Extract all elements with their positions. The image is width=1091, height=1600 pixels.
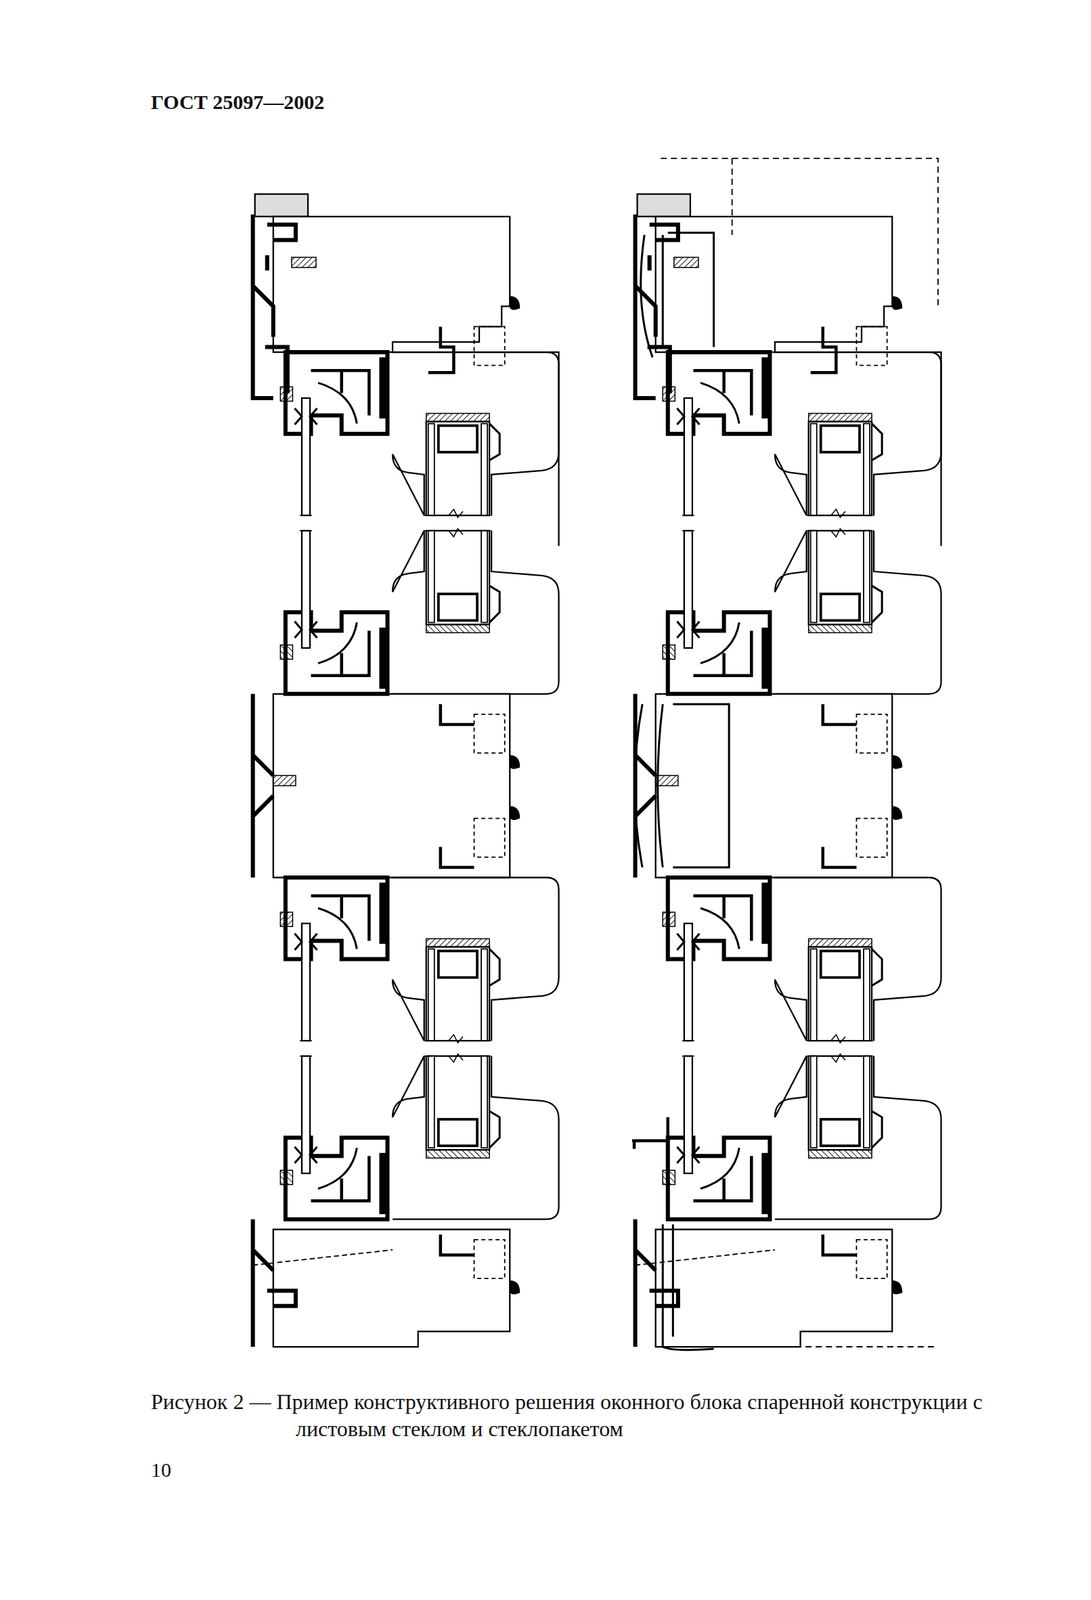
page-number: 10 — [150, 1456, 172, 1483]
running-header: ГОСТ 25097—2002 — [150, 89, 325, 116]
figure-caption: Рисунок 2 — Пример конструктивного решен… — [150, 1387, 1079, 1442]
